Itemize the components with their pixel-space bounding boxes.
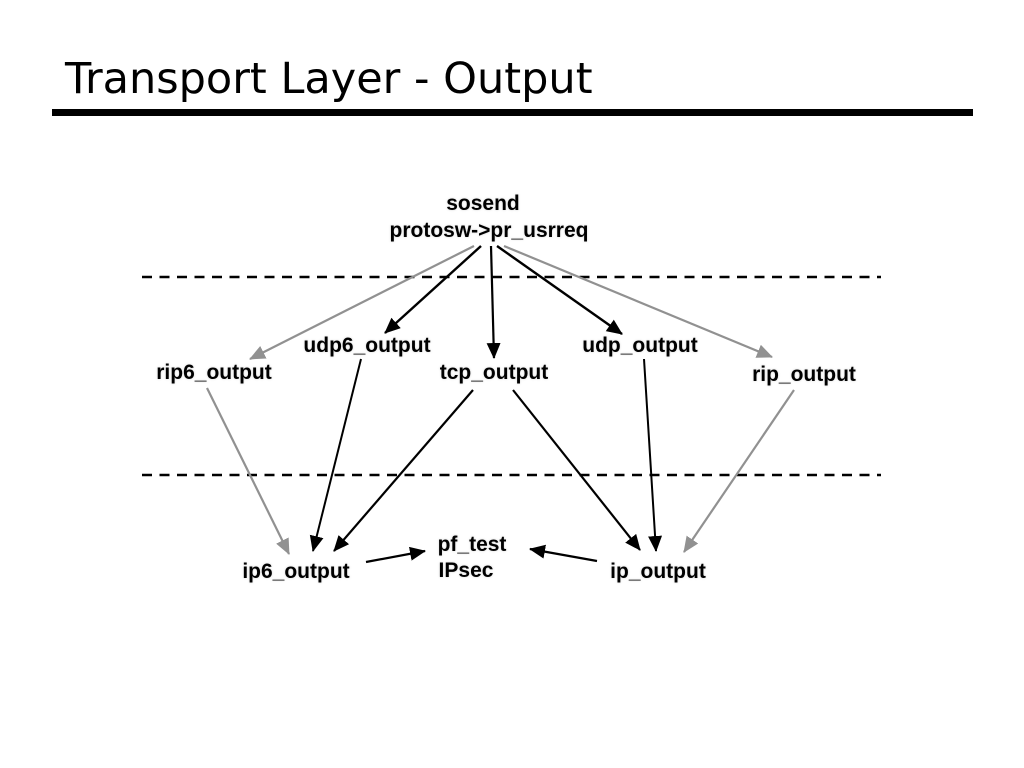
arrow-sosend-to-rip-output [503,244,773,359]
node-rip6-output: rip6_output [156,361,272,384]
arrow-sosend-to-udp6-output [384,245,482,334]
arrow-udp6-output-to-ip6-output [309,358,362,552]
arrow-sosend-to-rip6-output [249,245,475,360]
node-ipsec: IPsec [438,559,494,582]
page-title: Transport Layer - Output [65,54,593,104]
arrow-ip6-output-to-pf-test [365,546,426,564]
arrow-ip-output-to-pf-test [529,544,598,563]
node-udp-output: udp_output [582,334,698,357]
node-pf-test: pf_test [437,533,507,556]
node-sosend: sosend [446,192,520,215]
node-tcp-output: tcp_output [439,361,549,384]
node-rip-output: rip_output [752,363,856,386]
arrow-rip-output-to-ip-output [683,389,795,553]
node-udp6-output: udp6_output [303,334,431,357]
node-ip6-output: ip6_output [242,560,350,583]
arrow-tcp-output-to-ip-output [512,389,641,551]
arrow-sosend-to-tcp-output [486,245,501,359]
arrow-tcp-output-to-ip6-output [333,389,474,552]
title-underline [52,109,973,116]
node-protosw-pr-usrreq: protosw->pr_usrreq [389,219,589,242]
node-ip-output: ip_output [610,560,706,583]
arrow-sosend-to-udp-output [496,245,623,335]
arrow-udp-output-to-ip-output [643,358,663,552]
arrow-rip6-output-to-ip6-output [206,387,290,555]
